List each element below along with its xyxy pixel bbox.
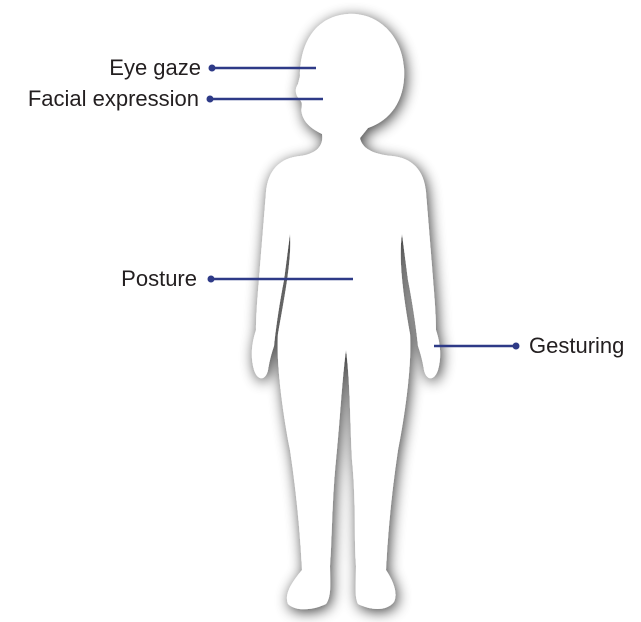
gesturing-leader-dot — [513, 343, 520, 350]
facial-expression-leader-dot — [207, 96, 214, 103]
facial-expression-label: Facial expression — [28, 88, 199, 110]
eye-gaze-leader-dot — [209, 65, 216, 72]
gesturing-label: Gesturing — [529, 335, 624, 357]
posture-leader-dot — [208, 276, 215, 283]
child-silhouette — [252, 14, 440, 609]
posture-label: Posture — [121, 268, 197, 290]
eye-gaze-label: Eye gaze — [109, 57, 201, 79]
